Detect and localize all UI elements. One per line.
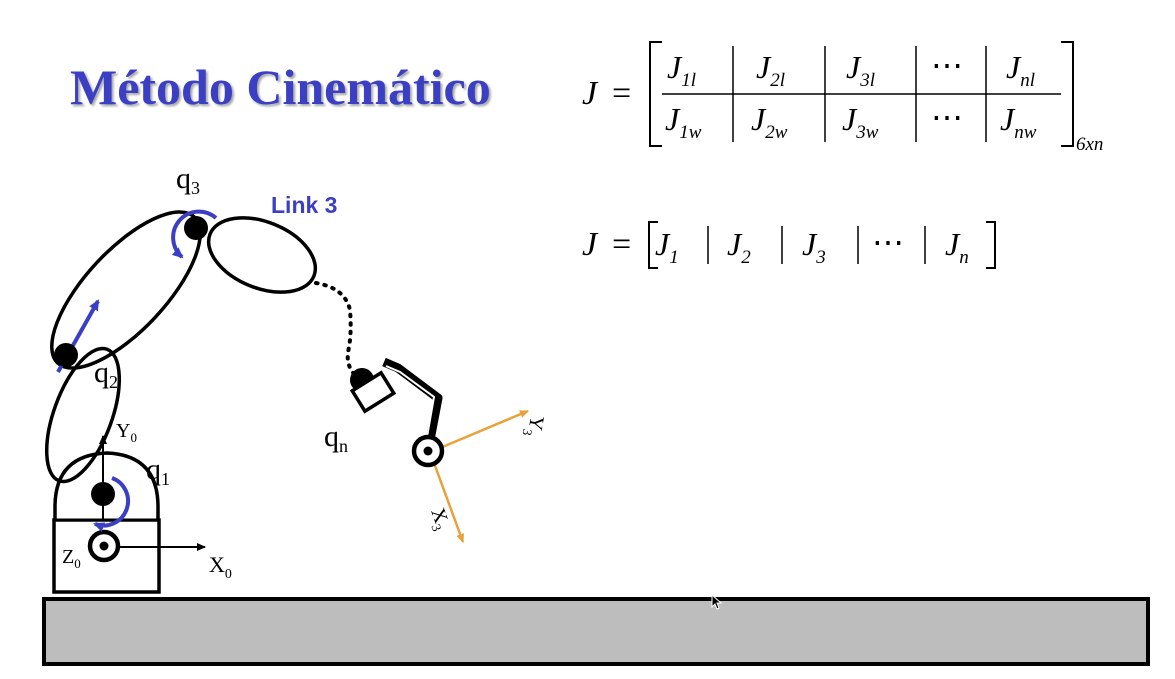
q2-joint-dot [54,343,78,367]
eq1-cell: ⋯ [931,47,963,83]
tool-z-axis-dot [423,446,433,456]
eq2-left-bracket [648,221,658,269]
eq1-cell: Jnl [1006,49,1035,91]
eq1-cell: J2l [756,49,785,91]
eq1-cell: J3l [846,49,875,91]
eq1-equals: = [612,75,631,112]
eq1-cell: J2w [751,101,788,143]
eq1-left-bracket [649,41,662,147]
label-y0: Y0 [116,420,137,445]
eq1-right-bracket [1061,41,1074,147]
eq2-term: J2 [727,226,751,268]
eq2-term: J1 [655,226,679,268]
jacobian-vector-equation: J = J1 J2 J3 ⋯ Jn [582,221,996,269]
base-frame [87,435,206,563]
eq2-term: Jn [945,226,969,268]
link-3 [206,216,318,294]
end-effector [349,357,529,543]
mouse-cursor-icon [711,594,723,610]
label-qn: qn [324,420,348,456]
link-1 [44,346,122,484]
eq1-cell: J3w [842,101,879,143]
eq1-cell: J1w [665,101,702,143]
eq2-right-bracket [986,221,996,269]
base-z-axis-dot [99,541,109,551]
label-link-3: Link 3 [271,192,337,218]
label-q2: q2 [94,356,118,392]
eq1-cell: J1l [667,49,696,91]
eq2-term: ⋯ [872,224,904,260]
joint-q1 [91,476,130,532]
eq2-equals: = [612,226,631,263]
eq1-dimension: 6xn [1076,134,1103,155]
label-z0: Z0 [62,546,81,571]
eq2-lhs: J [582,226,599,263]
label-y3: Y3 [520,413,548,438]
label-q1: q1 [146,453,170,489]
gripper-arm-inner [385,365,436,438]
tool-y-axis [439,409,529,450]
gripper-arm [382,357,443,441]
gripper-block [349,370,397,414]
q1-rotation-arrow-icon [93,476,130,532]
eq1-cell: Jnw [1000,101,1037,143]
q3-joint-dot [184,216,208,240]
tool-x-axis [428,451,465,543]
q1-joint-dot [91,482,115,506]
label-x3: X3 [424,505,455,533]
robot-base [52,451,161,594]
joint-q2 [54,299,100,373]
dotted-link-chain [314,281,360,380]
floor [42,597,1150,666]
slide-title: Método Cinemático [70,59,491,115]
eq2-term: J3 [802,226,826,268]
label-q3: q3 [176,162,200,198]
joint-q3 [171,209,218,259]
label-x0: X0 [209,552,232,582]
jacobian-matrix-equation: J = J1l J2l J3l ⋯ Jnl J1w J2w J3w ⋯ Jnw … [582,41,1103,155]
eq1-lhs: J [582,75,599,112]
q3-rotation-arrow-icon [171,209,218,259]
eq1-cell: ⋯ [931,99,963,135]
